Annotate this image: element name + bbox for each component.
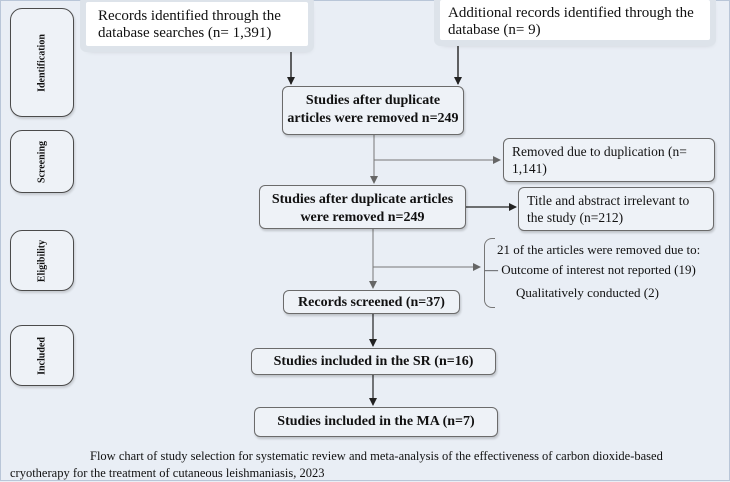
removed-articles-header: 21 of the articles were removed due to:	[497, 242, 701, 257]
phase-included: Included	[10, 325, 74, 386]
removed-articles-bracket	[484, 238, 495, 308]
phase-eligibility: Eligibility	[10, 230, 74, 291]
figure-caption: Flow chart of study selection for system…	[10, 449, 663, 480]
bullet-dash: —	[485, 262, 502, 277]
removed-duplication-box: Removed due to duplication (n= 1,141)	[503, 138, 715, 182]
removed-outcome-item: — Outcome of interest not reported (19)	[485, 262, 725, 278]
records-identified-text: Records identified through the database …	[98, 8, 281, 42]
removed-duplication-text: Removed due to duplication (n= 1,141)	[512, 144, 687, 176]
records-screened-box: Records screened (n=37)	[283, 290, 460, 314]
included-sr-text: Studies included in the SR (n=16)	[273, 354, 474, 369]
title-abstract-box: Title and abstract irrelevant to the stu…	[518, 187, 714, 231]
phase-identification: Identification	[10, 8, 74, 117]
studies-after-duplicates-text-1: Studies after duplicate articles were re…	[287, 93, 459, 126]
additional-records-text: Additional records identified through th…	[448, 5, 694, 39]
removed-qualitative-text: Qualitatively conducted (2)	[516, 285, 659, 300]
studies-after-duplicates-box-1: Studies after duplicate articles were re…	[282, 86, 464, 135]
title-abstract-text: Title and abstract irrelevant to the stu…	[527, 193, 690, 225]
removed-outcome-text: Outcome of interest not reported (19)	[501, 262, 696, 277]
included-sr-box: Studies included in the SR (n=16)	[251, 348, 496, 375]
records-identified-box: Records identified through the database …	[86, 2, 308, 46]
studies-after-duplicates-text-2: Studies after duplicate articles were re…	[271, 192, 454, 225]
included-ma-box: Studies included in the MA (n=7)	[254, 407, 498, 437]
included-ma-text: Studies included in the MA (n=7)	[277, 414, 475, 429]
studies-after-duplicates-box-2: Studies after duplicate articles were re…	[259, 185, 466, 229]
records-screened-text: Records screened (n=37)	[298, 295, 445, 310]
additional-records-box: Additional records identified through th…	[440, 0, 710, 40]
phase-screening: Screening	[10, 130, 74, 193]
